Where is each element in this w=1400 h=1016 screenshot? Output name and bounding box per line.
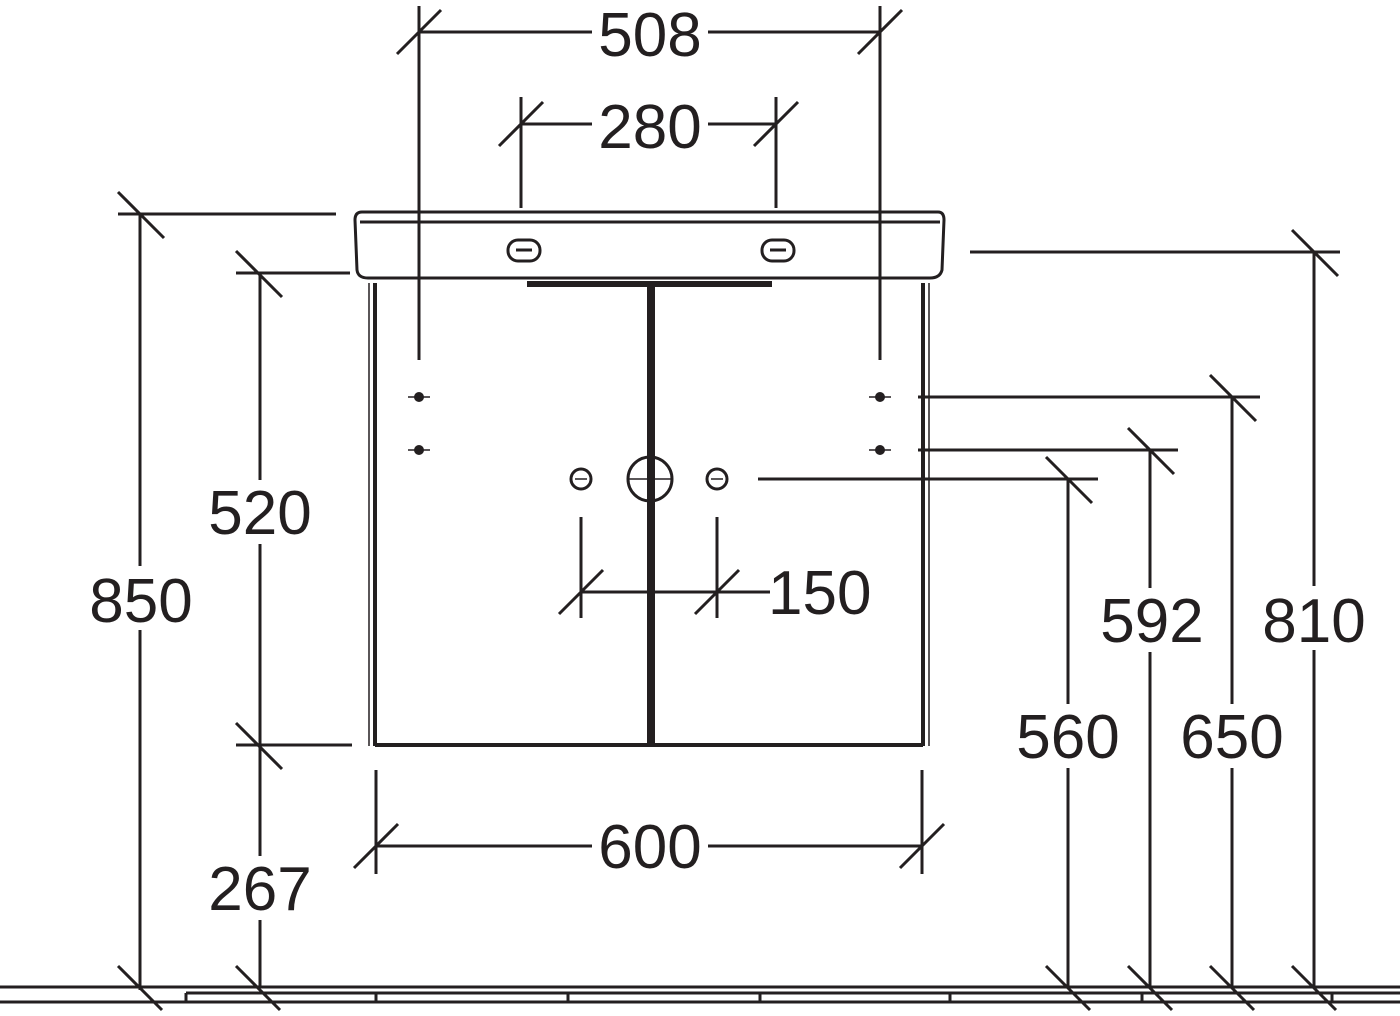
dimension-650: 650 (918, 373, 1290, 1012)
tap-hole-left-icon (506, 238, 542, 263)
mounting-hole-icons (408, 392, 891, 455)
dimension-150: 150 (557, 517, 871, 628)
dimension-267-label: 267 (208, 855, 311, 924)
dimension-600: 600 (352, 770, 946, 882)
supply-right-icon (705, 467, 729, 491)
washbasin (353, 210, 946, 287)
dimension-810: 810 (970, 228, 1372, 1012)
floor-line (0, 985, 1400, 1004)
dimension-280: 280 (497, 93, 800, 208)
dimension-592: 592 (918, 426, 1210, 1012)
basin-overflow-bar (527, 281, 772, 287)
dimension-850-label: 850 (89, 567, 192, 636)
tap-hole-right-icon (760, 238, 796, 263)
cabinet (368, 283, 930, 747)
dimension-520-label: 520 (208, 479, 311, 548)
dimension-592-label: 592 (1100, 587, 1203, 656)
dimension-267: 267 (202, 855, 318, 1012)
dimension-560-label: 560 (1016, 703, 1119, 772)
dimension-280-label: 280 (598, 93, 701, 162)
supply-left-icon (569, 467, 593, 491)
dimension-508-label: 508 (598, 1, 701, 70)
dimension-150-label: 150 (768, 559, 871, 628)
dimension-850: 850 (84, 190, 336, 1012)
dimension-600-label: 600 (598, 813, 701, 882)
dimension-810-label: 810 (1262, 587, 1365, 656)
dimension-560: 560 (758, 455, 1126, 1012)
dimension-650-label: 650 (1180, 703, 1283, 772)
dimension-508: 508 (395, 1, 904, 360)
